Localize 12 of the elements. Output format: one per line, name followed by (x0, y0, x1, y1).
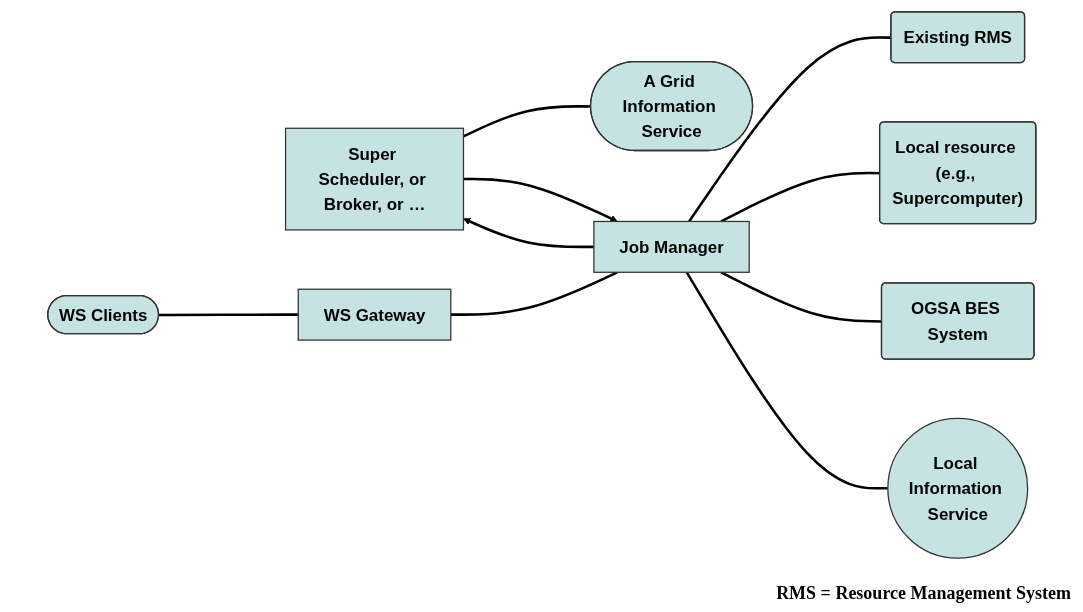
node-circle: Local Information Service (886, 417, 1028, 559)
connector (685, 271, 888, 490)
node-box: WS Gateway (297, 288, 452, 341)
arrow (463, 177, 618, 222)
connector (720, 271, 882, 323)
connector (720, 171, 880, 223)
node-box: Super Scheduler, or Broker, or … (284, 127, 464, 231)
connector (158, 313, 298, 317)
note-text: RMS = Resource Management System (776, 583, 1071, 604)
node-box: Job Manager (592, 220, 750, 273)
connector (450, 271, 618, 316)
connector (687, 36, 891, 223)
